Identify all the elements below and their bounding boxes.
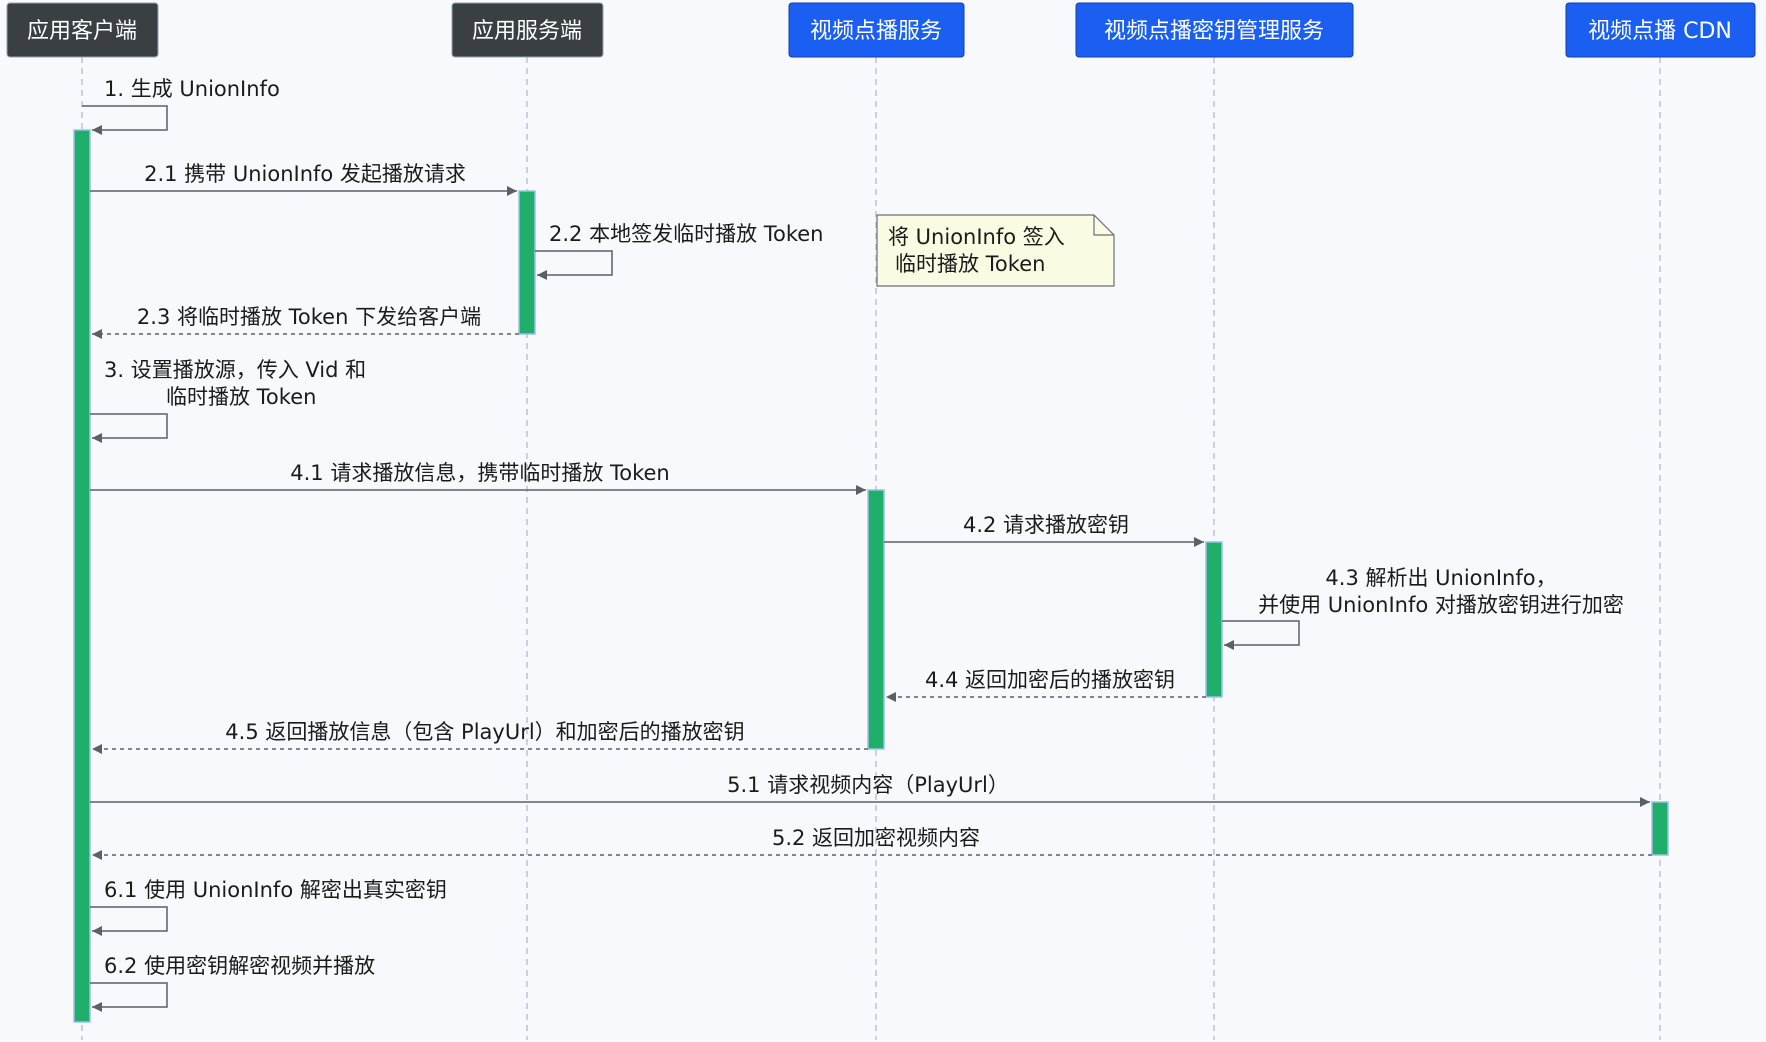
actor-vod-box [788,2,965,58]
activations [73,129,1669,1023]
actor-client-label: 应用客户端 [27,19,137,44]
message-4-1-label: 4.1 请求播放信息，携带临时播放 Token [290,461,670,485]
actor-cdn: 视频点播 CDN [1565,2,1756,58]
messages [82,105,1652,1012]
message-4-3-self-arrow [1222,620,1300,650]
note-box [876,214,1115,287]
message-5-2-label: 5.2 返回加密视频内容 [772,826,980,850]
actor-client: 应用客户端 [6,2,159,58]
note-label-line-2: 临时播放 Token [895,252,1045,276]
actor-server-label: 应用服务端 [472,19,582,44]
message-4-5-label: 4.5 返回播放信息（包含 PlayUrl）和加密后的播放密钥 [225,720,744,744]
actor-kms: 视频点播密钥管理服务 [1075,2,1354,58]
activation-vod [867,489,885,750]
actor-kms-label: 视频点播密钥管理服务 [1104,19,1324,44]
actor-server-box [451,2,604,58]
message-6-2-self-arrow [90,982,168,1012]
message-4-3-label-line-1: 4.3 解析出 UnionInfo， [1325,566,1556,590]
activation-client [73,129,91,1023]
message-1-label: 1. 生成 UnionInfo [104,77,280,101]
actor-client-box [6,2,159,58]
activation-kms [1205,541,1223,698]
message-4-2-label: 4.2 请求播放密钥 [963,513,1129,537]
activation-cdn [1651,801,1669,856]
actor-cdn-box [1565,2,1756,58]
actor-vod: 视频点播服务 [788,2,965,58]
message-2-1-label: 2.1 携带 UnionInfo 发起播放请求 [144,162,466,186]
message-6-1-self-arrow [90,906,168,936]
message-2-2-label: 2.2 本地签发临时播放 Token [549,222,824,246]
message-4-3-label-line-2: 并使用 UnionInfo 对播放密钥进行加密 [1258,593,1624,617]
actor-kms-box [1075,2,1354,58]
actor-cdn-label: 视频点播 CDN [1588,19,1732,44]
message-5-1-label: 5.1 请求视频内容（PlayUrl） [727,773,1009,797]
actor-vod-label: 视频点播服务 [810,19,942,44]
actor-server: 应用服务端 [451,2,604,58]
message-3-label-line-2: 临时播放 Token [166,385,316,409]
activation-server [518,190,536,335]
message-1-self-arrow [82,105,168,135]
message-labels: 1. 生成 UnionInfo 2.1 携带 UnionInfo 发起播放请求 … [104,77,1624,978]
note-label-line-1: 将 UnionInfo 签入 [888,225,1065,249]
message-2-3-label: 2.3 将临时播放 Token 下发给客户端 [137,305,481,329]
note: 将 UnionInfo 签入 临时播放 Token [876,214,1115,287]
message-4-4-label: 4.4 返回加密后的播放密钥 [925,668,1175,692]
note-fold [1093,215,1114,236]
message-3-self-arrow [90,413,168,443]
message-6-1-label: 6.1 使用 UnionInfo 解密出真实密钥 [104,878,447,902]
message-2-2-self-arrow [535,250,613,280]
message-6-2-label: 6.2 使用密钥解密视频并播放 [104,954,375,978]
message-3-label-line-1: 3. 设置播放源，传入 Vid 和 [104,358,366,382]
